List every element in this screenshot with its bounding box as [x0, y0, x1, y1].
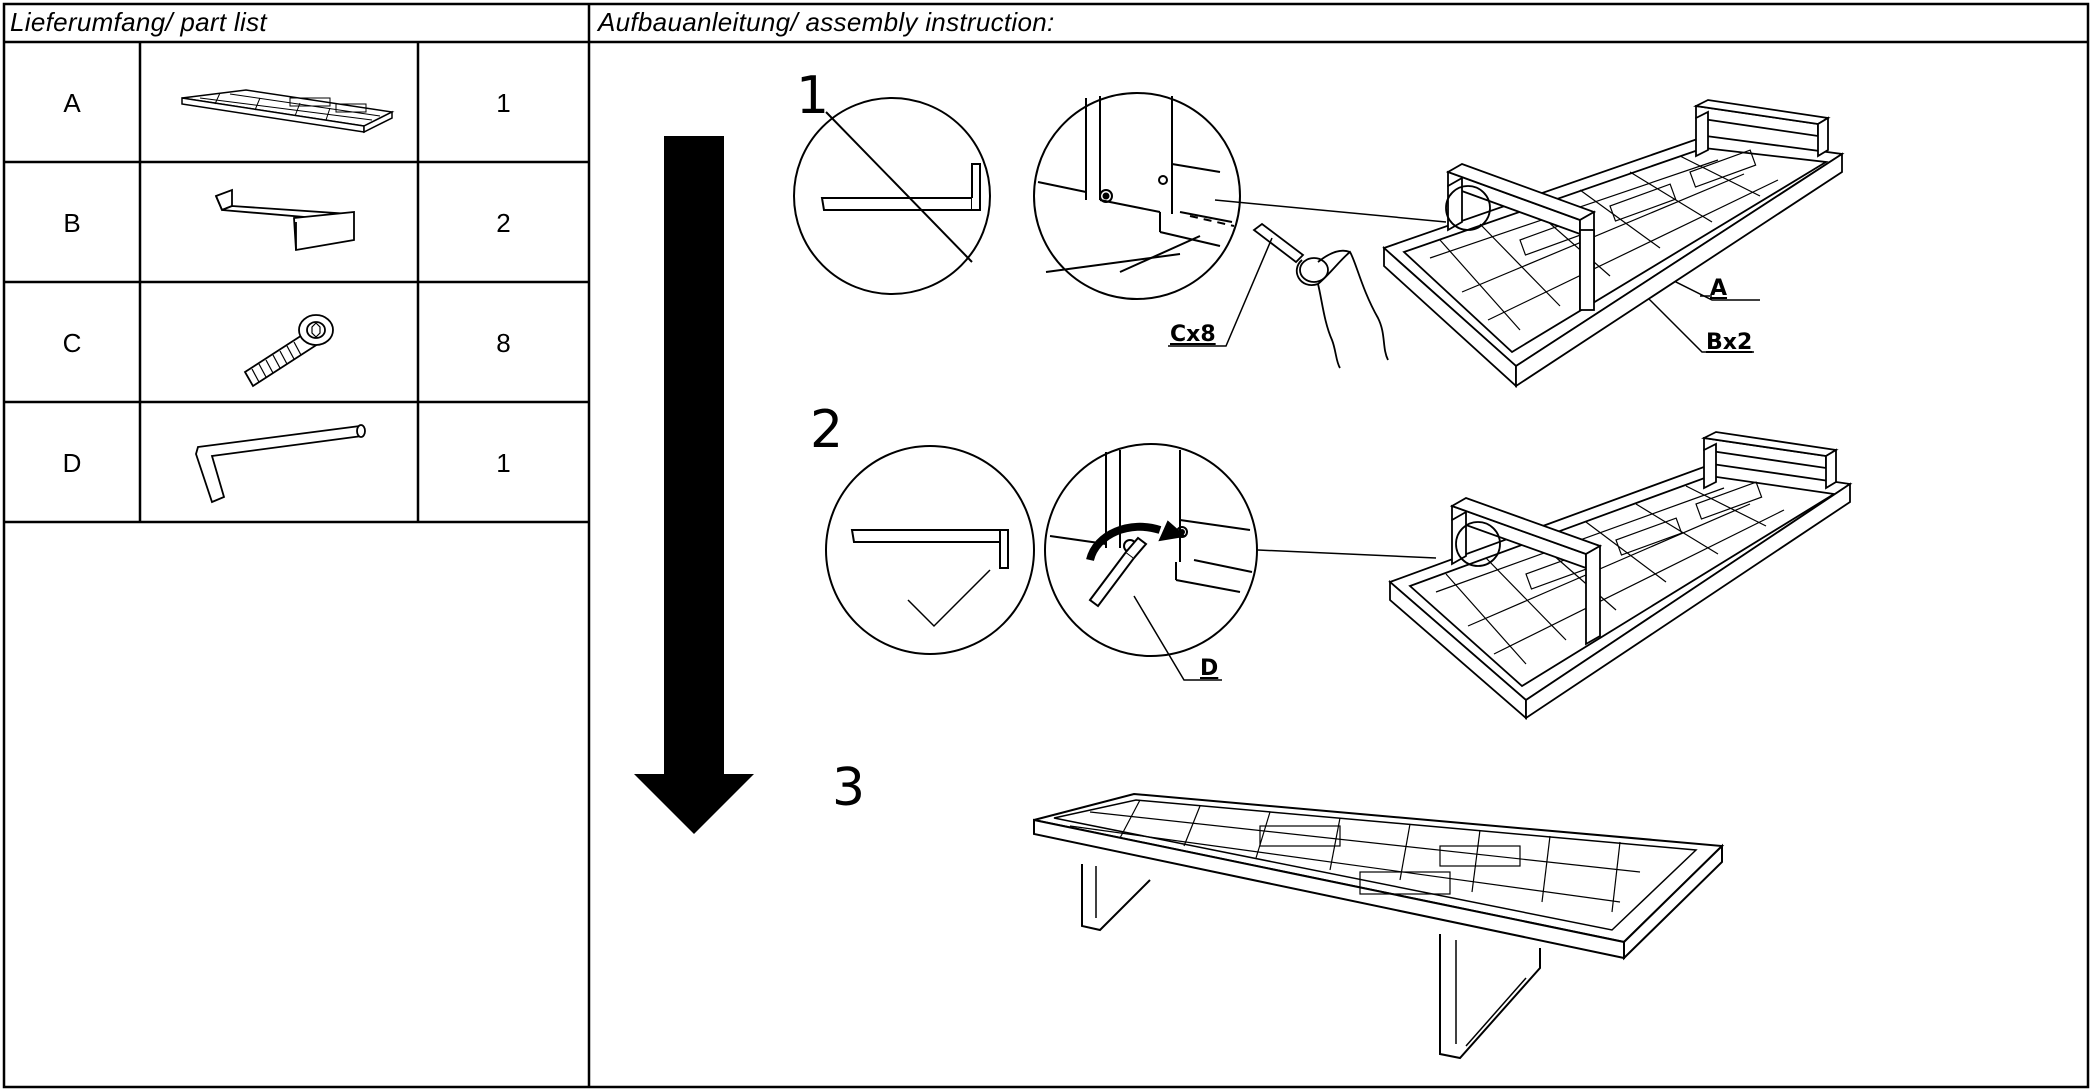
step-3-illustration	[1033, 792, 1725, 1060]
step-1-illustration	[793, 92, 1845, 389]
wrong-key-icon	[793, 97, 991, 295]
screw-icon	[243, 314, 334, 388]
part-qty-c: 8	[496, 328, 511, 358]
part-qty-d: 1	[496, 448, 511, 478]
callout-d: D	[1200, 656, 1219, 681]
allen-key-icon	[195, 424, 366, 504]
part-letter-d: D	[62, 448, 82, 478]
part-letter-c: C	[62, 328, 82, 358]
leg-bracket-icon	[214, 188, 355, 252]
part-qty-a: 1	[496, 88, 511, 118]
step-number-3: 3	[832, 758, 866, 818]
part-list-header: Lieferumfang/ part list	[10, 7, 267, 37]
detail-screw-holes-icon	[1033, 92, 1241, 300]
callout-a: A	[1710, 276, 1728, 301]
hand-icon	[1252, 222, 1389, 369]
arrow-down-icon	[634, 136, 754, 834]
callout-bx2: Bx2	[1706, 330, 1753, 355]
bed-frame-icon	[181, 89, 395, 134]
part-letter-b: B	[63, 208, 81, 238]
bed-frame-step2	[1388, 431, 1853, 720]
step-2-illustration	[825, 431, 1853, 720]
correct-key-icon	[825, 445, 1035, 655]
part-qty-b: 2	[496, 208, 511, 238]
part-letter-a: A	[63, 88, 81, 118]
assembly-instruction-header: Aufbauanleitung/ assembly instruction:	[598, 7, 1055, 37]
detail-tighten-icon	[1044, 443, 1258, 657]
bed-frame-step1	[1382, 99, 1845, 389]
step-number-1: 1	[796, 66, 830, 126]
callout-cx8: Cx8	[1170, 322, 1216, 347]
step-number-2: 2	[810, 400, 844, 460]
